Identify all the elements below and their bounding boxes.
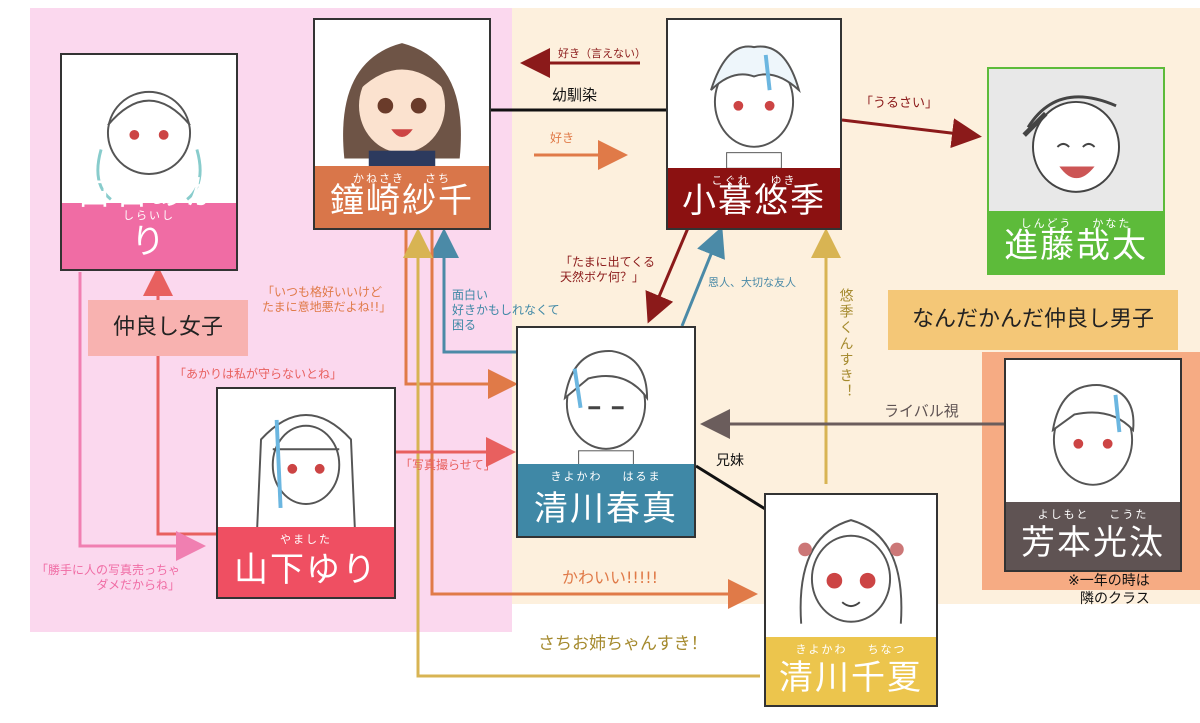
label-shashin: 「写真撮らせて」 [400,458,496,472]
label-kyodai: 兄妹 [716,453,744,469]
card-yamashita[interactable]: やました 山下ゆり [216,387,396,599]
label-note: ※一年の時は 隣のクラス [1068,573,1150,607]
card-shindo[interactable]: しんどう かなた 進藤哉太 [987,67,1165,275]
arrow-urusai [841,118,982,149]
nameplate-kogure: こぐれ ゆき 小暮悠季 [668,168,840,228]
card-shiraishi[interactable]: しらいし 白石あかり [60,53,238,271]
label-akari-mamoru: 「あかりは私が守らないとね」 [174,367,343,381]
girls-group-label: 仲良し女子 [88,300,248,356]
ruby-text: しんどう [1020,217,1073,230]
label-onjin: 恩人、大切な友人 [708,276,796,289]
label-yuki-suki: 悠季くんすき！ [837,288,854,400]
ruby-text: はるま [622,470,662,483]
arrow-onjin [680,226,725,327]
boy-neat-hair-portrait [1006,360,1180,506]
ruby-text: こぐれ [711,174,751,187]
ruby-text: よしもと [1037,508,1090,521]
nameplate-yoshimoto: よしもと こうた 芳本光汰 [1006,502,1180,570]
label-itsumo-kakkoii: 「いつも格好いいけど たまに意地悪だよね!!」 [262,285,392,314]
nameplate-yamashita: やました 山下ゆり [218,527,394,597]
boy-side-part-portrait [518,328,694,468]
label-urusai: 「うるさい」 [860,96,939,111]
ruby-text: かなた [1092,217,1132,230]
girl-short-hair-portrait [315,20,489,168]
arrow-omoshiroi [429,228,516,354]
character-name: 鐘崎紗千 [330,181,474,221]
ruby-text: やました [280,533,332,546]
nameplate-kiyokawa-chinatsu: きよかわ ちなつ 清川千夏 [766,637,936,705]
ruby-text: かねさき [353,172,405,185]
arrow-tennen [645,227,690,324]
card-kiyokawa-chinatsu[interactable]: きよかわ ちなつ 清川千夏 [764,493,938,707]
ruby-text: さち [425,172,451,185]
nameplate-shindo: しんどう かなた 進藤哉太 [989,211,1163,273]
ruby-text: ちなつ [867,643,907,656]
character-name: 白石あかり [77,173,221,262]
label-suki-ienai: 好き（言えない） [558,47,646,60]
boy-light-hair-portrait [668,20,840,170]
ruby-text: ゆき [770,174,797,187]
ruby-text: きよかわ [795,643,848,656]
arrow-sachi-onesan [403,228,760,678]
character-name: 進藤哉太 [1004,226,1148,266]
boy-laughing-portrait [989,69,1163,215]
nameplate-kiyokawa-haruma: きよかわ はるま 清川春真 [518,464,694,536]
character-name: 芳本光汰 [1021,523,1165,563]
character-name: 清川春真 [534,489,678,529]
girl-long-hair-portrait [218,389,394,531]
character-name: 山下ゆり [234,550,378,590]
ruby-text: しらいし [123,209,175,222]
label-sachi-onesan: さちお姉ちゃんすき！ [538,634,708,654]
arrow-kawaii [430,230,758,609]
card-kogure[interactable]: こぐれ ゆき 小暮悠季 [666,18,842,230]
nameplate-kanesaki: かねさき さち 鐘崎紗千 [315,166,489,228]
character-name: 小暮悠季 [682,181,826,221]
label-kawaii: かわいい!!!!! [562,568,659,587]
label-katte-shashin: 「勝手に人の写真売っちゃ ダメだからね」 [36,563,181,592]
character-name: 清川千夏 [779,658,923,698]
label-tamani-tennen: 「たまに出てくる 天然ボケ何？」 [560,255,656,284]
arrow-kakkoii [404,230,518,399]
arrow-katte [78,272,206,561]
line-kyodai [695,464,771,514]
ruby-text: こうた [1109,508,1149,521]
nameplate-shiraishi: しらいし 白石あかり [62,173,236,269]
girl-ribbon-portrait [766,495,936,641]
card-yoshimoto[interactable]: よしもと こうた 芳本光汰 [1004,358,1182,572]
label-suki: 好き [550,131,575,145]
label-omoshiroi: 面白い 好きかもしれなくて 困る [452,288,560,332]
card-kanesaki[interactable]: かねさき さち 鐘崎紗千 [313,18,491,230]
label-rival: ライバル視 [884,402,959,420]
card-kiyokawa-haruma[interactable]: きよかわ はるま 清川春真 [516,326,696,538]
boys-group-label: なんだかんだ仲良し男子 [888,290,1178,350]
girl-twin-tails-portrait [62,55,236,203]
label-osananajimi: 幼馴染 [552,86,598,104]
ruby-text: きよかわ [550,470,603,483]
